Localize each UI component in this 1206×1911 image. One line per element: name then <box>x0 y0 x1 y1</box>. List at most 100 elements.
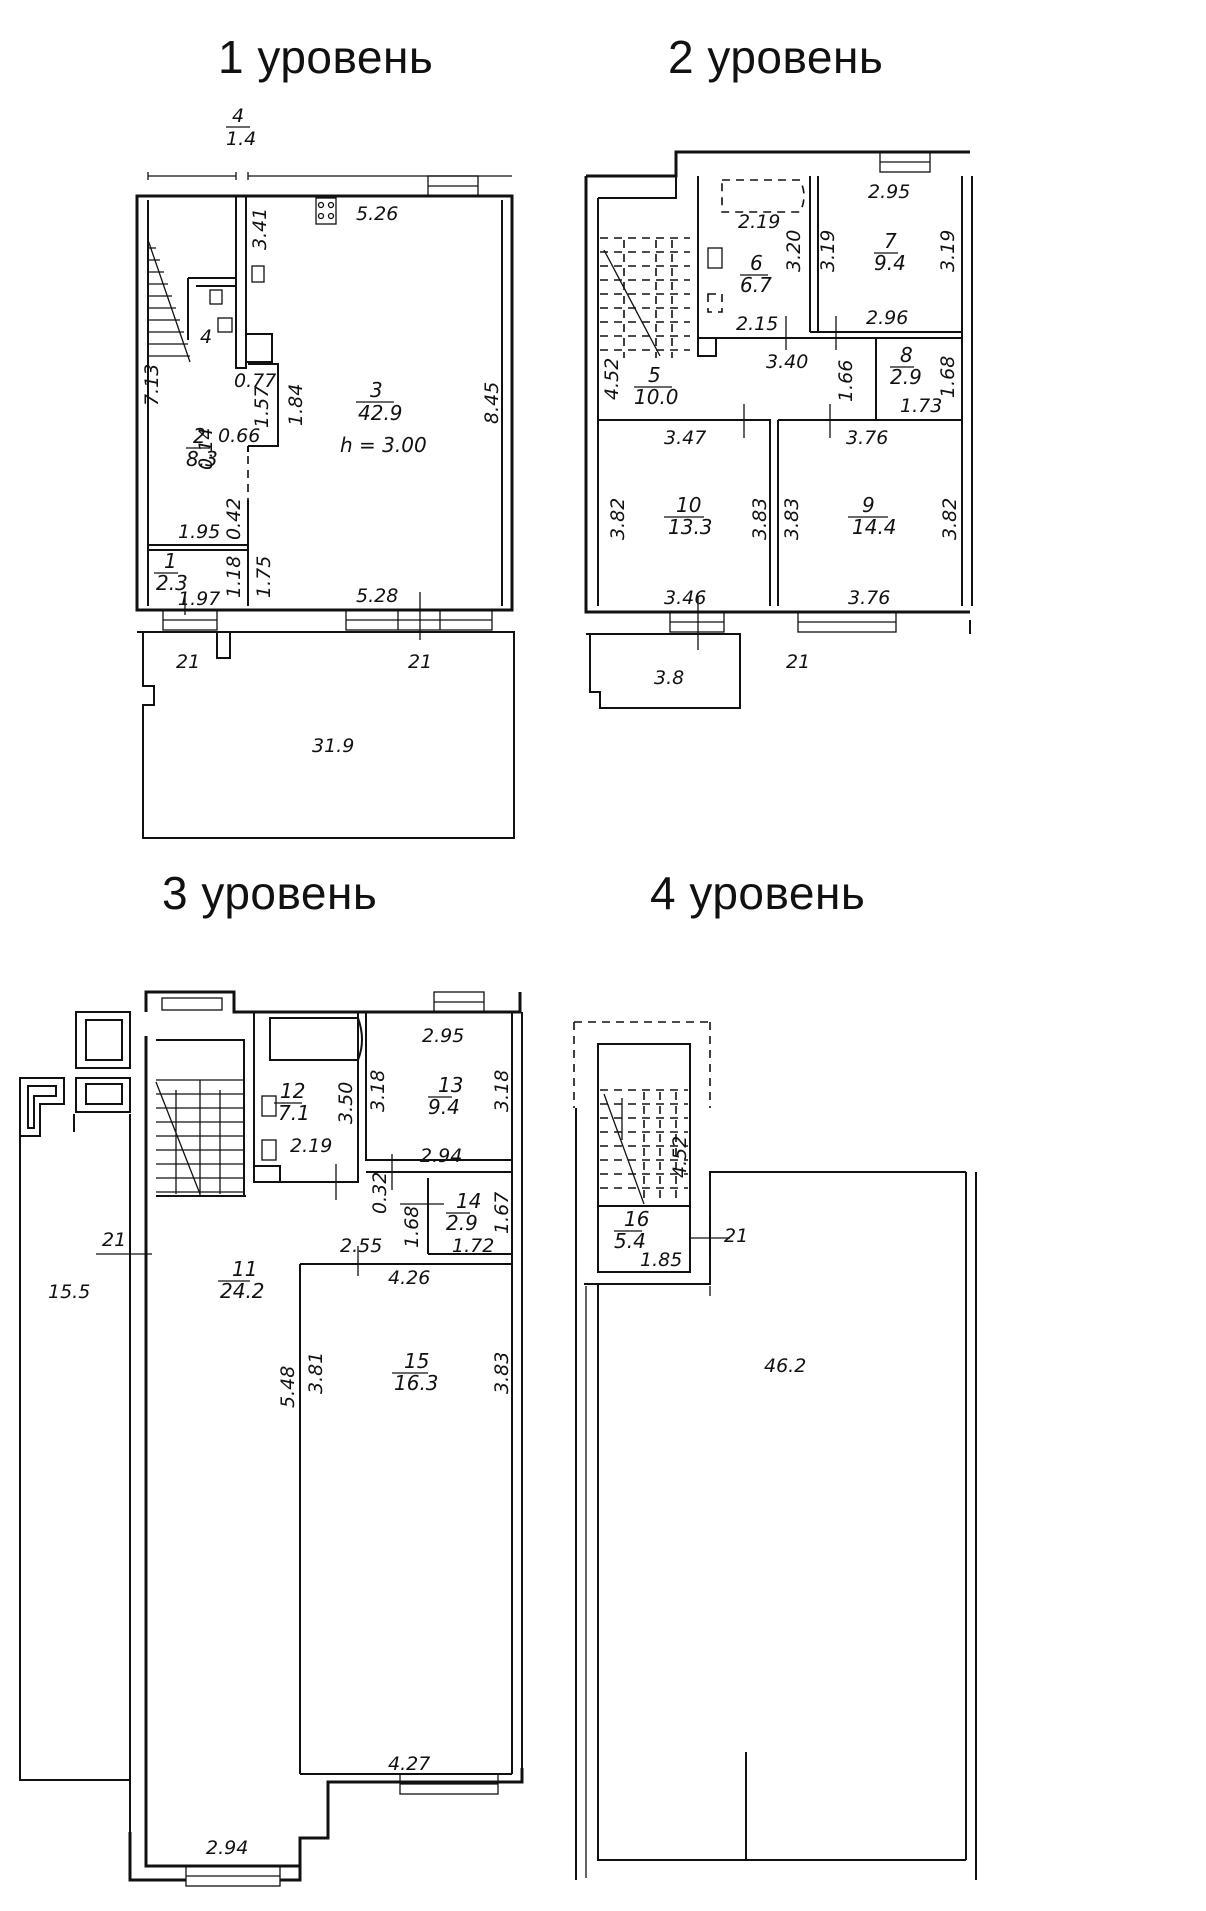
dim-1-85: 1.85 <box>640 1249 682 1271</box>
dim-1-66: 1.66 <box>835 360 857 402</box>
dim-5-48: 5.48 <box>277 1366 299 1408</box>
level-3-title: 3 уровень <box>162 867 378 919</box>
wall-21: 21 <box>786 651 810 673</box>
dim-4-52: 4.52 <box>669 1136 691 1178</box>
dim-1-18: 1.18 <box>223 556 245 598</box>
dim-1-75: 1.75 <box>253 556 275 598</box>
dim-0-14: 0.14 <box>195 428 217 470</box>
dim-5-28: 5.28 <box>356 585 398 607</box>
dim-3-47: 3.47 <box>664 427 706 449</box>
room-2-area: 8.3 <box>186 447 218 471</box>
dim-3-18-b: 3.18 <box>491 1070 513 1112</box>
room-12-number: 12 <box>280 1079 305 1103</box>
room-5-number: 5 <box>648 363 661 387</box>
dim-3-46: 3.46 <box>664 587 706 609</box>
plan-level-1: 4 1.4 5.26 <box>135 105 515 839</box>
dim-7-13: 7.13 <box>141 364 163 406</box>
dim-3-50: 3.50 <box>335 1082 357 1124</box>
dim-1-68: 1.68 <box>401 1206 423 1248</box>
room-6-area: 6.7 <box>740 273 772 297</box>
room-11-area: 24.2 <box>220 1279 265 1303</box>
balcony-2-area: 3.8 <box>654 667 684 689</box>
room-4-top-area: 1.4 <box>226 128 256 150</box>
dim-0-42: 0.42 <box>223 498 245 540</box>
dim-2-95: 2.95 <box>868 181 910 203</box>
dim-2-94-b: 2.94 <box>206 1837 248 1859</box>
room-14-area: 2.9 <box>446 1211 478 1235</box>
dim-3-76-b: 3.76 <box>848 587 890 609</box>
dim-4-52: 4.52 <box>601 358 623 400</box>
room-11-number: 11 <box>232 1257 257 1281</box>
dim-0-66: 0.66 <box>218 425 260 447</box>
dim-3-19-a: 3.19 <box>817 230 839 272</box>
room-3-number: 3 <box>370 378 383 402</box>
dim-1-57: 1.57 <box>251 386 273 428</box>
level-1-title: 1 уровень <box>218 31 434 83</box>
dim-2-55: 2.55 <box>340 1235 382 1257</box>
terrace-4-area: 46.2 <box>764 1355 806 1377</box>
dim-3-83-b: 3.83 <box>781 498 803 540</box>
room-14-number: 14 <box>456 1189 481 1213</box>
ceiling-height: h = 3.00 <box>340 433 427 457</box>
room-15-area: 16.3 <box>394 1371 439 1395</box>
dim-3-83: 3.83 <box>491 1352 513 1394</box>
dim-2-15: 2.15 <box>736 313 778 335</box>
wall-21-right: 21 <box>408 651 432 673</box>
dim-3-40: 3.40 <box>766 351 808 373</box>
dim-0-32: 0.32 <box>369 1172 391 1214</box>
room-12-area: 7.1 <box>278 1101 310 1125</box>
dim-8-45: 8.45 <box>481 382 503 424</box>
dim-1-84: 1.84 <box>285 384 307 426</box>
dim-2-19: 2.19 <box>290 1135 332 1157</box>
room-1-number: 1 <box>164 549 177 573</box>
dim-3-81: 3.81 <box>305 1352 327 1394</box>
plan-level-3: 2.95 12 7.1 3.50 3.18 13 9.4 3.18 2.19 2… <box>19 990 524 1887</box>
room-3-area: 42.9 <box>358 401 403 425</box>
dim-3-76-a: 3.76 <box>846 427 888 449</box>
dim-2-96: 2.96 <box>866 307 908 329</box>
room-2-number: 2 <box>193 424 206 448</box>
room-4-number: 4 <box>200 326 212 348</box>
dim-4-27: 4.27 <box>388 1753 430 1775</box>
dim-3-41: 3.41 <box>249 208 271 250</box>
room-13-number: 13 <box>438 1073 463 1097</box>
dim-1-72: 1.72 <box>452 1235 494 1257</box>
dim-5-26: 5.26 <box>356 203 398 225</box>
terrace-3-area: 15.5 <box>48 1281 90 1303</box>
dim-1-73: 1.73 <box>900 395 942 417</box>
dim-4-26: 4.26 <box>388 1267 430 1289</box>
dim-1-97: 1.97 <box>178 588 220 610</box>
room-13-area: 9.4 <box>428 1095 460 1119</box>
plan-level-4: 4.52 16 5.4 21 1.85 46.2 <box>573 1021 977 1880</box>
dim-3-20: 3.20 <box>783 230 805 272</box>
terrace-1-area: 31.9 <box>312 735 354 757</box>
room-15-number: 15 <box>404 1349 429 1373</box>
dim-3-19-b: 3.19 <box>937 230 959 272</box>
dim-3-83-a: 3.83 <box>749 498 771 540</box>
room-10-number: 10 <box>676 493 701 517</box>
room-1-area: 2.3 <box>156 571 188 595</box>
dim-1-68: 1.68 <box>937 356 959 398</box>
dim-0-77: 0.77 <box>234 370 276 392</box>
room-9-area: 14.4 <box>852 515 897 539</box>
dim-3-18-a: 3.18 <box>367 1070 389 1112</box>
dim-3-82-b: 3.82 <box>939 498 961 540</box>
room-8-area: 2.9 <box>890 365 922 389</box>
dim-1-67: 1.67 <box>491 1192 513 1234</box>
room-7-area: 9.4 <box>874 251 906 275</box>
room-8-number: 8 <box>900 343 913 367</box>
plan-level-2: 2.19 2.95 6 6.7 3.20 3.19 7 9.4 3.19 2.1… <box>584 150 973 709</box>
room-10-area: 13.3 <box>668 515 713 539</box>
wall-21: 21 <box>102 1229 126 1251</box>
room-16-number: 16 <box>624 1207 649 1231</box>
room-6-number: 6 <box>750 251 763 275</box>
room-16-area: 5.4 <box>614 1229 646 1253</box>
room-9-number: 9 <box>862 493 875 517</box>
wall-21-left: 21 <box>176 651 200 673</box>
dim-2-19: 2.19 <box>738 211 780 233</box>
level-2-title: 2 уровень <box>668 31 884 83</box>
room-4-top-number: 4 <box>232 105 244 127</box>
dim-1-95: 1.95 <box>178 521 220 543</box>
dim-2-95: 2.95 <box>422 1025 464 1047</box>
